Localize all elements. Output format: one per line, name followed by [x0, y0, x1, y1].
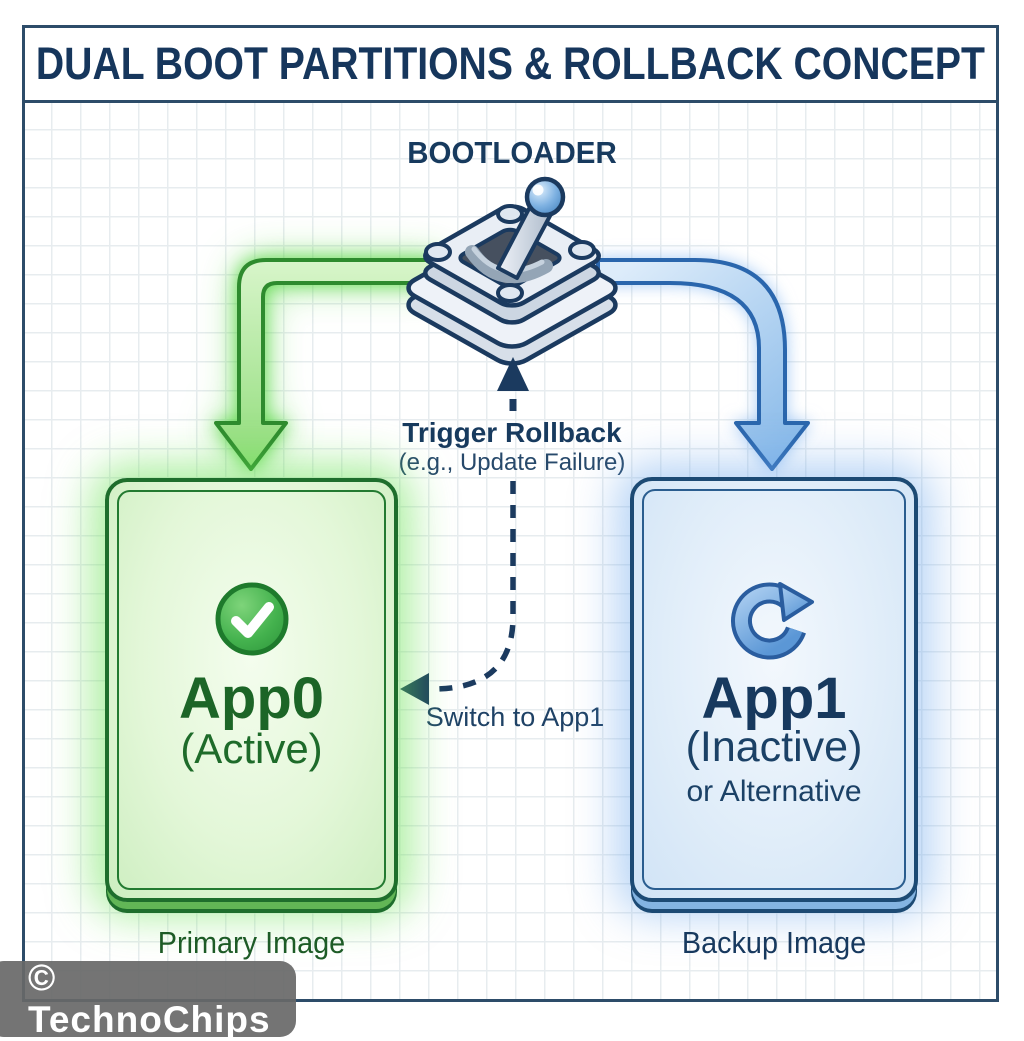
grid-background [25, 103, 996, 999]
diagram-frame: DUAL BOOT PARTITIONS & ROLLBACK CONCEPT [22, 25, 999, 1002]
title-band: DUAL BOOT PARTITIONS & ROLLBACK CONCEPT [25, 28, 996, 103]
page-title: DUAL BOOT PARTITIONS & ROLLBACK CONCEPT [35, 38, 986, 89]
